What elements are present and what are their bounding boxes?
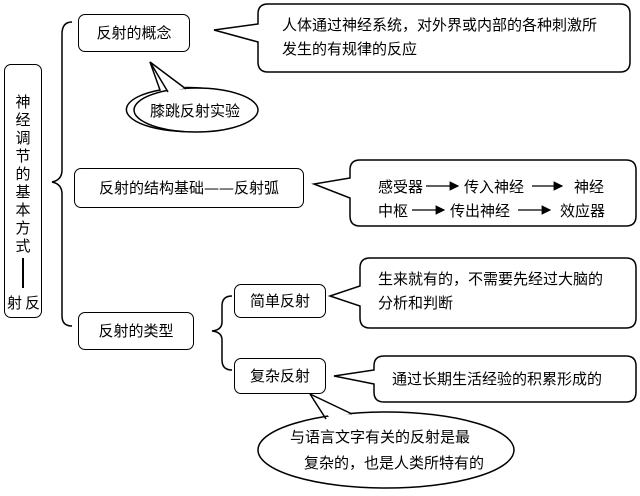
simple-desc-line-2: 分析和判断 xyxy=(378,294,454,312)
main-title-char: 基 xyxy=(15,183,31,201)
types-brace xyxy=(211,295,233,371)
concept-label: 反射的概念 xyxy=(96,23,172,42)
complex-note-line-1: 与语言文字有关的反射是最 xyxy=(290,428,471,446)
main-title-char: 调 xyxy=(15,129,31,147)
arc-receptor: 感受器 xyxy=(378,178,424,196)
main-title-char: 式 xyxy=(15,237,31,255)
definition-line-2: 发生的有规律的反应 xyxy=(282,40,418,58)
definition-callout-shape xyxy=(213,3,631,73)
arc-nerve: 神经 xyxy=(574,178,605,196)
arc-afferent: 传入神经 xyxy=(464,178,525,196)
types-label: 反射的类型 xyxy=(98,321,174,340)
structure-box: 反射的结构基础——反射弧 xyxy=(74,168,304,208)
simple-callout-shape xyxy=(327,257,637,329)
main-title-char: 本 xyxy=(15,201,31,219)
complex-desc: 通过长期生活经验的积累形成的 xyxy=(392,370,603,388)
simple-desc-line-1: 生来就有的，不需要先经过大脑的 xyxy=(378,270,604,288)
experiment-label: 膝跳反射实验 xyxy=(150,102,241,120)
complex-note-line-2: 复杂的，也是人类所特有的 xyxy=(304,454,485,472)
main-title-char: 方 xyxy=(15,219,31,237)
complex-label: 复杂反射 xyxy=(249,366,310,385)
arc-efferent: 传出神经 xyxy=(450,202,511,220)
main-brace xyxy=(51,21,73,327)
arc-center: 中枢 xyxy=(378,202,409,220)
structure-label: 反射的结构基础——反射弧 xyxy=(98,178,279,197)
main-title-char: 的 xyxy=(15,165,31,183)
main-title-char: 神 xyxy=(15,93,31,111)
complex-box: 复杂反射 xyxy=(234,358,326,394)
structure-callout-shape xyxy=(311,159,637,227)
main-title-dash xyxy=(22,258,24,288)
main-title-char: 经 xyxy=(15,111,31,129)
types-box: 反射的类型 xyxy=(78,312,194,350)
main-title-char: 节 xyxy=(15,147,31,165)
complex-callout-shape xyxy=(333,355,637,403)
simple-box: 简单反射 xyxy=(234,284,326,318)
concept-box: 反射的概念 xyxy=(78,14,190,52)
arc-effector: 效应器 xyxy=(560,202,606,220)
main-title-tail: 反射 xyxy=(5,295,41,313)
definition-line-1: 人体通过神经系统，对外界或内部的各种刺激所 xyxy=(282,16,598,34)
simple-label: 简单反射 xyxy=(249,291,310,310)
main-title-box: 神 经 调 节 的 基 本 方 式 反射 xyxy=(4,64,42,318)
